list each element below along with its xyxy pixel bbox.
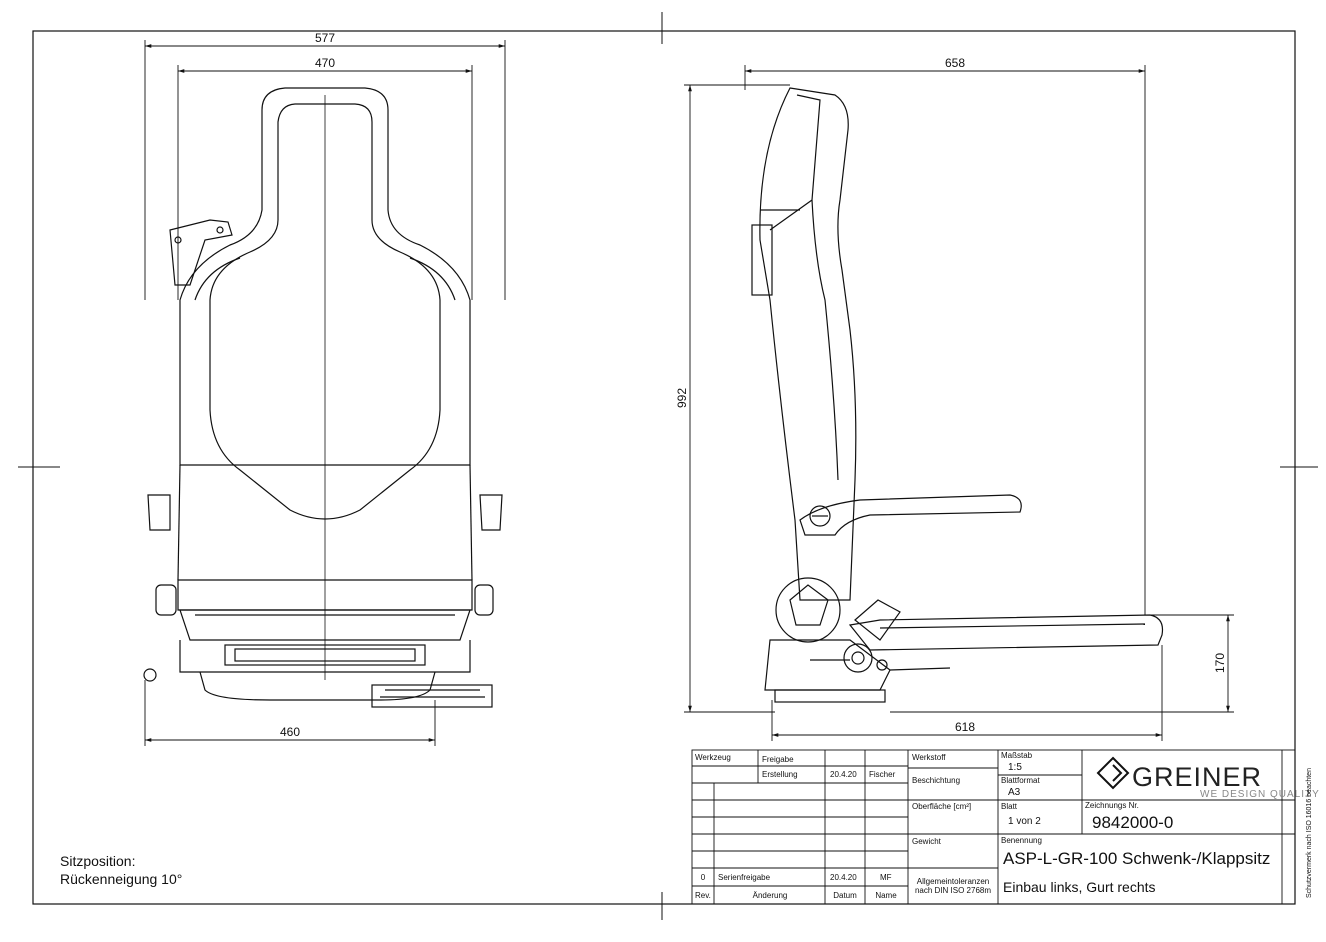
- tb-benennung-line1: ASP-L-GR-100 Schwenk-/Klappsitz: [1003, 849, 1270, 868]
- tb-benennung-label: Benennung: [1001, 836, 1042, 845]
- tb-col-datum: Datum: [833, 891, 857, 900]
- title-block: [691, 749, 1296, 905]
- seat-position-note: Sitzposition: Rückenneigung 10°: [60, 852, 182, 888]
- tb-erstellung-name: Fischer: [869, 770, 896, 779]
- tb-freigabe: Freigabe: [762, 755, 794, 764]
- side-note: Schutzvermerk nach ISO 16016 beachten: [1306, 768, 1313, 898]
- brand-name: GREINER: [1132, 762, 1262, 792]
- dim-618: 618: [955, 720, 975, 734]
- tb-blattformat-value: A3: [1008, 787, 1021, 798]
- tb-zeichnungs-label: Zeichnungs Nr.: [1085, 801, 1139, 810]
- tb-col-aenderung: Änderung: [753, 891, 788, 900]
- tb-rev-value: 0: [701, 873, 706, 882]
- dim-658: 658: [945, 56, 965, 70]
- dim-470: 470: [315, 56, 335, 70]
- tb-col-name: Name: [875, 891, 897, 900]
- tb-tol-line1: Allgemeintoleranzen: [917, 877, 990, 886]
- side-dimensions: [684, 65, 1234, 741]
- tb-rev-date: 20.4.20: [830, 873, 857, 882]
- tb-rev-change: Serienfreigabe: [718, 873, 771, 882]
- tb-massstab-value: 1:5: [1008, 762, 1022, 773]
- dim-577: 577: [315, 31, 335, 45]
- dim-170: 170: [1213, 653, 1227, 673]
- greiner-logo-icon: [1096, 756, 1130, 790]
- tb-tol-line2: nach DIN ISO 2768m: [915, 886, 991, 895]
- tb-oberflaeche: Oberfläche [cm²]: [912, 802, 971, 811]
- front-dimensions: [144, 40, 506, 746]
- drawing-frame: [32, 30, 1296, 905]
- brand-tagline: WE DESIGN QUALITY: [1200, 789, 1320, 800]
- tb-col-rev: Rev.: [695, 891, 711, 900]
- tb-benennung-line2: Einbau links, Gurt rechts: [1003, 879, 1156, 895]
- tb-erstellung-date: 20.4.20: [830, 770, 857, 779]
- tb-werkzeug: Werkzeug: [695, 753, 731, 762]
- tb-blatt-label: Blatt: [1001, 802, 1018, 811]
- side-view: [751, 87, 1164, 703]
- dim-992: 992: [675, 388, 689, 408]
- tb-blatt-value: 1 von 2: [1008, 816, 1041, 827]
- tb-zeichnungs-value: 9842000-0: [1092, 813, 1173, 832]
- tb-werkstoff: Werkstoff: [912, 753, 946, 762]
- tb-rev-name: MF: [880, 873, 892, 882]
- tb-beschichtung: Beschichtung: [912, 776, 960, 785]
- tb-blattformat-label: Blattformat: [1001, 776, 1040, 785]
- tb-massstab-label: Maßstab: [1001, 751, 1033, 760]
- dim-460: 460: [280, 725, 300, 739]
- tb-gewicht: Gewicht: [912, 837, 942, 846]
- note-line2: Rückenneigung 10°: [60, 871, 183, 887]
- tb-erstellung: Erstellung: [762, 770, 798, 779]
- note-line1: Sitzposition:: [60, 853, 136, 869]
- front-view: [143, 87, 503, 708]
